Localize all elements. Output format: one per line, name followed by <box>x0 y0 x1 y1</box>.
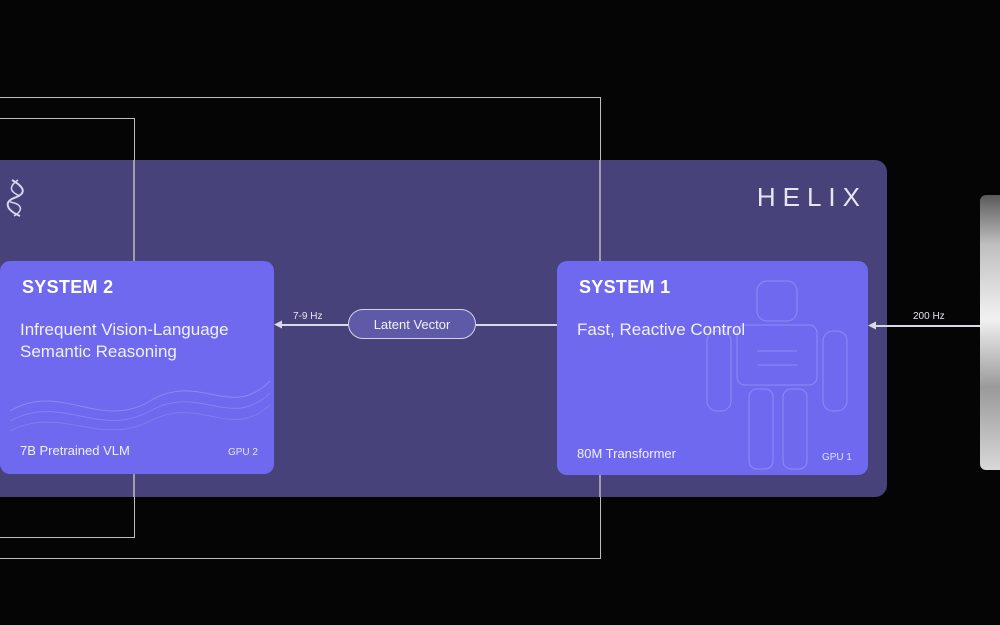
system-1-description: Fast, Reactive Control <box>577 320 746 339</box>
system-2-model: 7B Pretrained VLM <box>20 443 130 458</box>
system-2-title: SYSTEM 2 <box>22 277 114 297</box>
system-2-rate-label: 7-9 Hz <box>293 311 323 322</box>
helix-brand-title: HELIX <box>756 182 867 212</box>
arrow-into-system1-head-icon <box>868 321 876 330</box>
system-1-title: SYSTEM 1 <box>579 277 671 297</box>
robot-photo <box>980 195 1000 470</box>
system-2-box: SYSTEM 2 Infrequent Vision-Language Sema… <box>0 261 274 474</box>
latent-vector-pill: Latent Vector <box>348 309 476 339</box>
system1-to-latent-line <box>476 324 557 326</box>
helix-logo-icon <box>6 179 24 217</box>
system-1-box: SYSTEM 1 Fast, Reactive Control 80M Tran… <box>557 261 868 475</box>
system-2-gpu: GPU 2 <box>227 447 258 458</box>
arrow-left-head-icon <box>274 320 282 329</box>
system-1-model: 80M Transformer <box>577 446 676 461</box>
system-2-description: Infrequent Vision-Language Semantic Reas… <box>20 320 229 361</box>
system-2-texture <box>9 380 271 432</box>
input-rate-label: 200 Hz <box>913 311 945 322</box>
latent-to-system2-line <box>280 324 348 326</box>
robot-outline-icon <box>706 280 848 470</box>
system-1-gpu: GPU 1 <box>821 452 852 463</box>
robot-to-system1-line <box>875 325 980 327</box>
